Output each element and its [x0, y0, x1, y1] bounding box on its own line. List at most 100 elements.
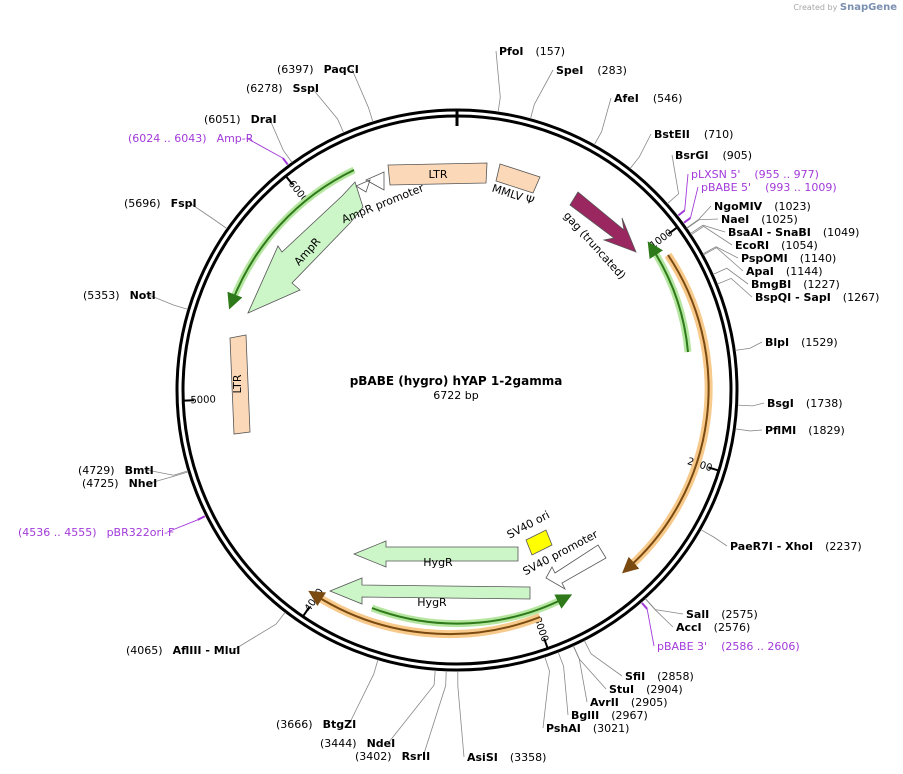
enzyme-leader-line [737, 402, 765, 407]
enzyme-sspi: (6278)SspI [246, 82, 319, 95]
enzyme-bmgbi: BmgBI(1227) [751, 278, 840, 291]
enzyme-leader-line [311, 87, 345, 134]
enzyme-leader-line [645, 598, 684, 615]
primer-site-mark [641, 602, 648, 610]
enzyme-psponi: PspOMI(1140) [741, 252, 836, 265]
enzyme-leader-line [150, 471, 189, 484]
enzyme-leader-line [572, 645, 588, 703]
ltr-3prime-feature [229, 334, 251, 435]
ltr-5prime-feature [387, 162, 488, 186]
enzyme-btgzi: (3666)BtgZI [276, 718, 356, 731]
primer-site-mark [683, 217, 692, 224]
enzyme-pflmi: PflMI(1829) [765, 424, 845, 437]
enzyme-drai: (6051)DraI [204, 113, 277, 126]
tick-mark [708, 466, 719, 472]
primer-pbabe-3: pBABE 3'(2586 .. 2606) [657, 640, 800, 653]
gag-truncated-feature [569, 191, 637, 253]
enzyme-bsteii: BstEII(710) [654, 128, 733, 141]
enzyme-leader-line [700, 529, 728, 547]
enzyme-leader-line [583, 640, 623, 677]
primer-plxsn-5: pLXSN 5'(955 .. 977) [691, 168, 819, 181]
enzyme-paer7i-xhoi: PaeR7I - XhoI(2237) [730, 540, 862, 553]
primer-site-mark [197, 515, 206, 521]
enzyme-sfii: SfiI(2858) [625, 670, 694, 683]
orf-line-hygr-outer [308, 590, 541, 636]
enzyme-leader-line [457, 670, 465, 758]
enzyme-bsgi: BsgI(1738) [767, 397, 842, 410]
enzyme-afei: AfeI(546) [614, 92, 682, 105]
hygr-feature-1 [352, 540, 519, 568]
tick-mark [667, 227, 678, 235]
enzyme-leader-line [593, 97, 612, 146]
primer-leader-line [684, 173, 689, 211]
sv40-ori-feature [525, 529, 553, 556]
orf-line-gag-yap [622, 254, 710, 574]
enzyme-leader-line [703, 247, 744, 272]
enzyme-leader-line [644, 598, 674, 628]
enzyme-leader-line [351, 68, 374, 122]
primer-pbabe-5: pBABE 5'(993 .. 1009) [701, 181, 837, 194]
orf-line-ampr [227, 169, 355, 310]
enzyme-blpi: BlpI(1529) [765, 336, 838, 349]
enzyme-leader-line [233, 612, 286, 651]
enzyme-leader-line [146, 469, 189, 476]
tick-mark [285, 176, 294, 186]
enzyme-stui: StuI(2904) [609, 683, 683, 696]
credit-prefix: Created by [793, 3, 838, 12]
enzyme-pfoi: PfoI(157) [499, 45, 565, 58]
enzyme-ngomiv: NgoMIV(1023) [714, 200, 811, 213]
primer-leader-line [246, 137, 284, 159]
enzyme-leader-line [422, 670, 447, 757]
primer-leader-line [646, 608, 655, 647]
plasmid-name: pBABE (hygro) hYAP 1-2gamma [350, 374, 563, 388]
primer-leader-line [690, 186, 699, 219]
ltr-5prime-label: LTR [429, 168, 448, 181]
tick-label: 5000 [190, 394, 216, 406]
enzyme-leader-line [717, 277, 753, 298]
enzyme-acci: AccI(2576) [676, 621, 750, 634]
enzyme-paqci: (6397)PaqCI [277, 63, 359, 76]
enzyme-avrii: AvrII(2905) [590, 696, 667, 709]
enzyme-leader-line [735, 428, 763, 432]
enzyme-leader-line [189, 202, 228, 229]
enzyme-naei: NaeI(1025) [721, 213, 798, 226]
enzyme-ecori: EcoRI(1054) [735, 239, 818, 252]
enzyme-bsaai-snabi: BsaAI - SnaBI(1049) [728, 226, 859, 239]
enzyme-bmti: (4729)BmtI [78, 464, 154, 477]
plasmid-length: 6722 bp [433, 389, 478, 402]
enzyme-leader-line [530, 69, 554, 119]
enzyme-pshai: PshAI(3021) [546, 722, 629, 735]
enzyme-bglii: BglII(2967) [571, 709, 648, 722]
enzyme-asisi: AsiSI(3358) [467, 751, 546, 764]
sv40-promoter-feature [545, 544, 607, 591]
enzyme-bsrgi: BsrGI(905) [675, 149, 752, 162]
enzyme-leader-line [542, 656, 550, 729]
enzyme-sali: SalI(2575) [686, 608, 758, 621]
enzyme-bspqi-sapi: BspQI - SapI(1267) [755, 291, 879, 304]
hygr-label-2: HygR [417, 596, 447, 609]
enzyme-leader-line [712, 267, 749, 285]
enzyme-leader-line [269, 118, 293, 163]
enzyme-leader-line [667, 154, 680, 204]
enzyme-fspi: (5696)FspI [124, 197, 197, 210]
primer-site-mark [677, 209, 686, 217]
snapgene-credit: Created by SnapGene [793, 2, 897, 13]
enzyme-leader-line [735, 341, 763, 351]
enzyme-spei: SpeI(283) [556, 64, 627, 77]
ltr-3prime-label: LTR [231, 374, 244, 393]
ampr-feature [247, 181, 364, 314]
enzyme-ndei: (3444)NdeI [320, 737, 395, 750]
enzyme-leaders [146, 50, 765, 758]
enzyme-leader-line [702, 246, 739, 259]
tick-mark [543, 637, 549, 648]
enzyme-leader-line [629, 133, 652, 169]
enzyme-leader-line [690, 224, 726, 234]
primer-site-mark [282, 157, 289, 166]
orf-line-1 [647, 241, 689, 353]
enzyme-leader-line [348, 659, 379, 725]
enzyme-afliii-mlui: (4065)AflIII - MluI [126, 644, 240, 657]
enzyme-leader-line [573, 645, 607, 690]
enzyme-noti: (5353)NotI [83, 289, 156, 302]
enzyme-rsrii: (3402)RsrII [355, 750, 430, 763]
enzyme-leader-line [686, 205, 712, 229]
